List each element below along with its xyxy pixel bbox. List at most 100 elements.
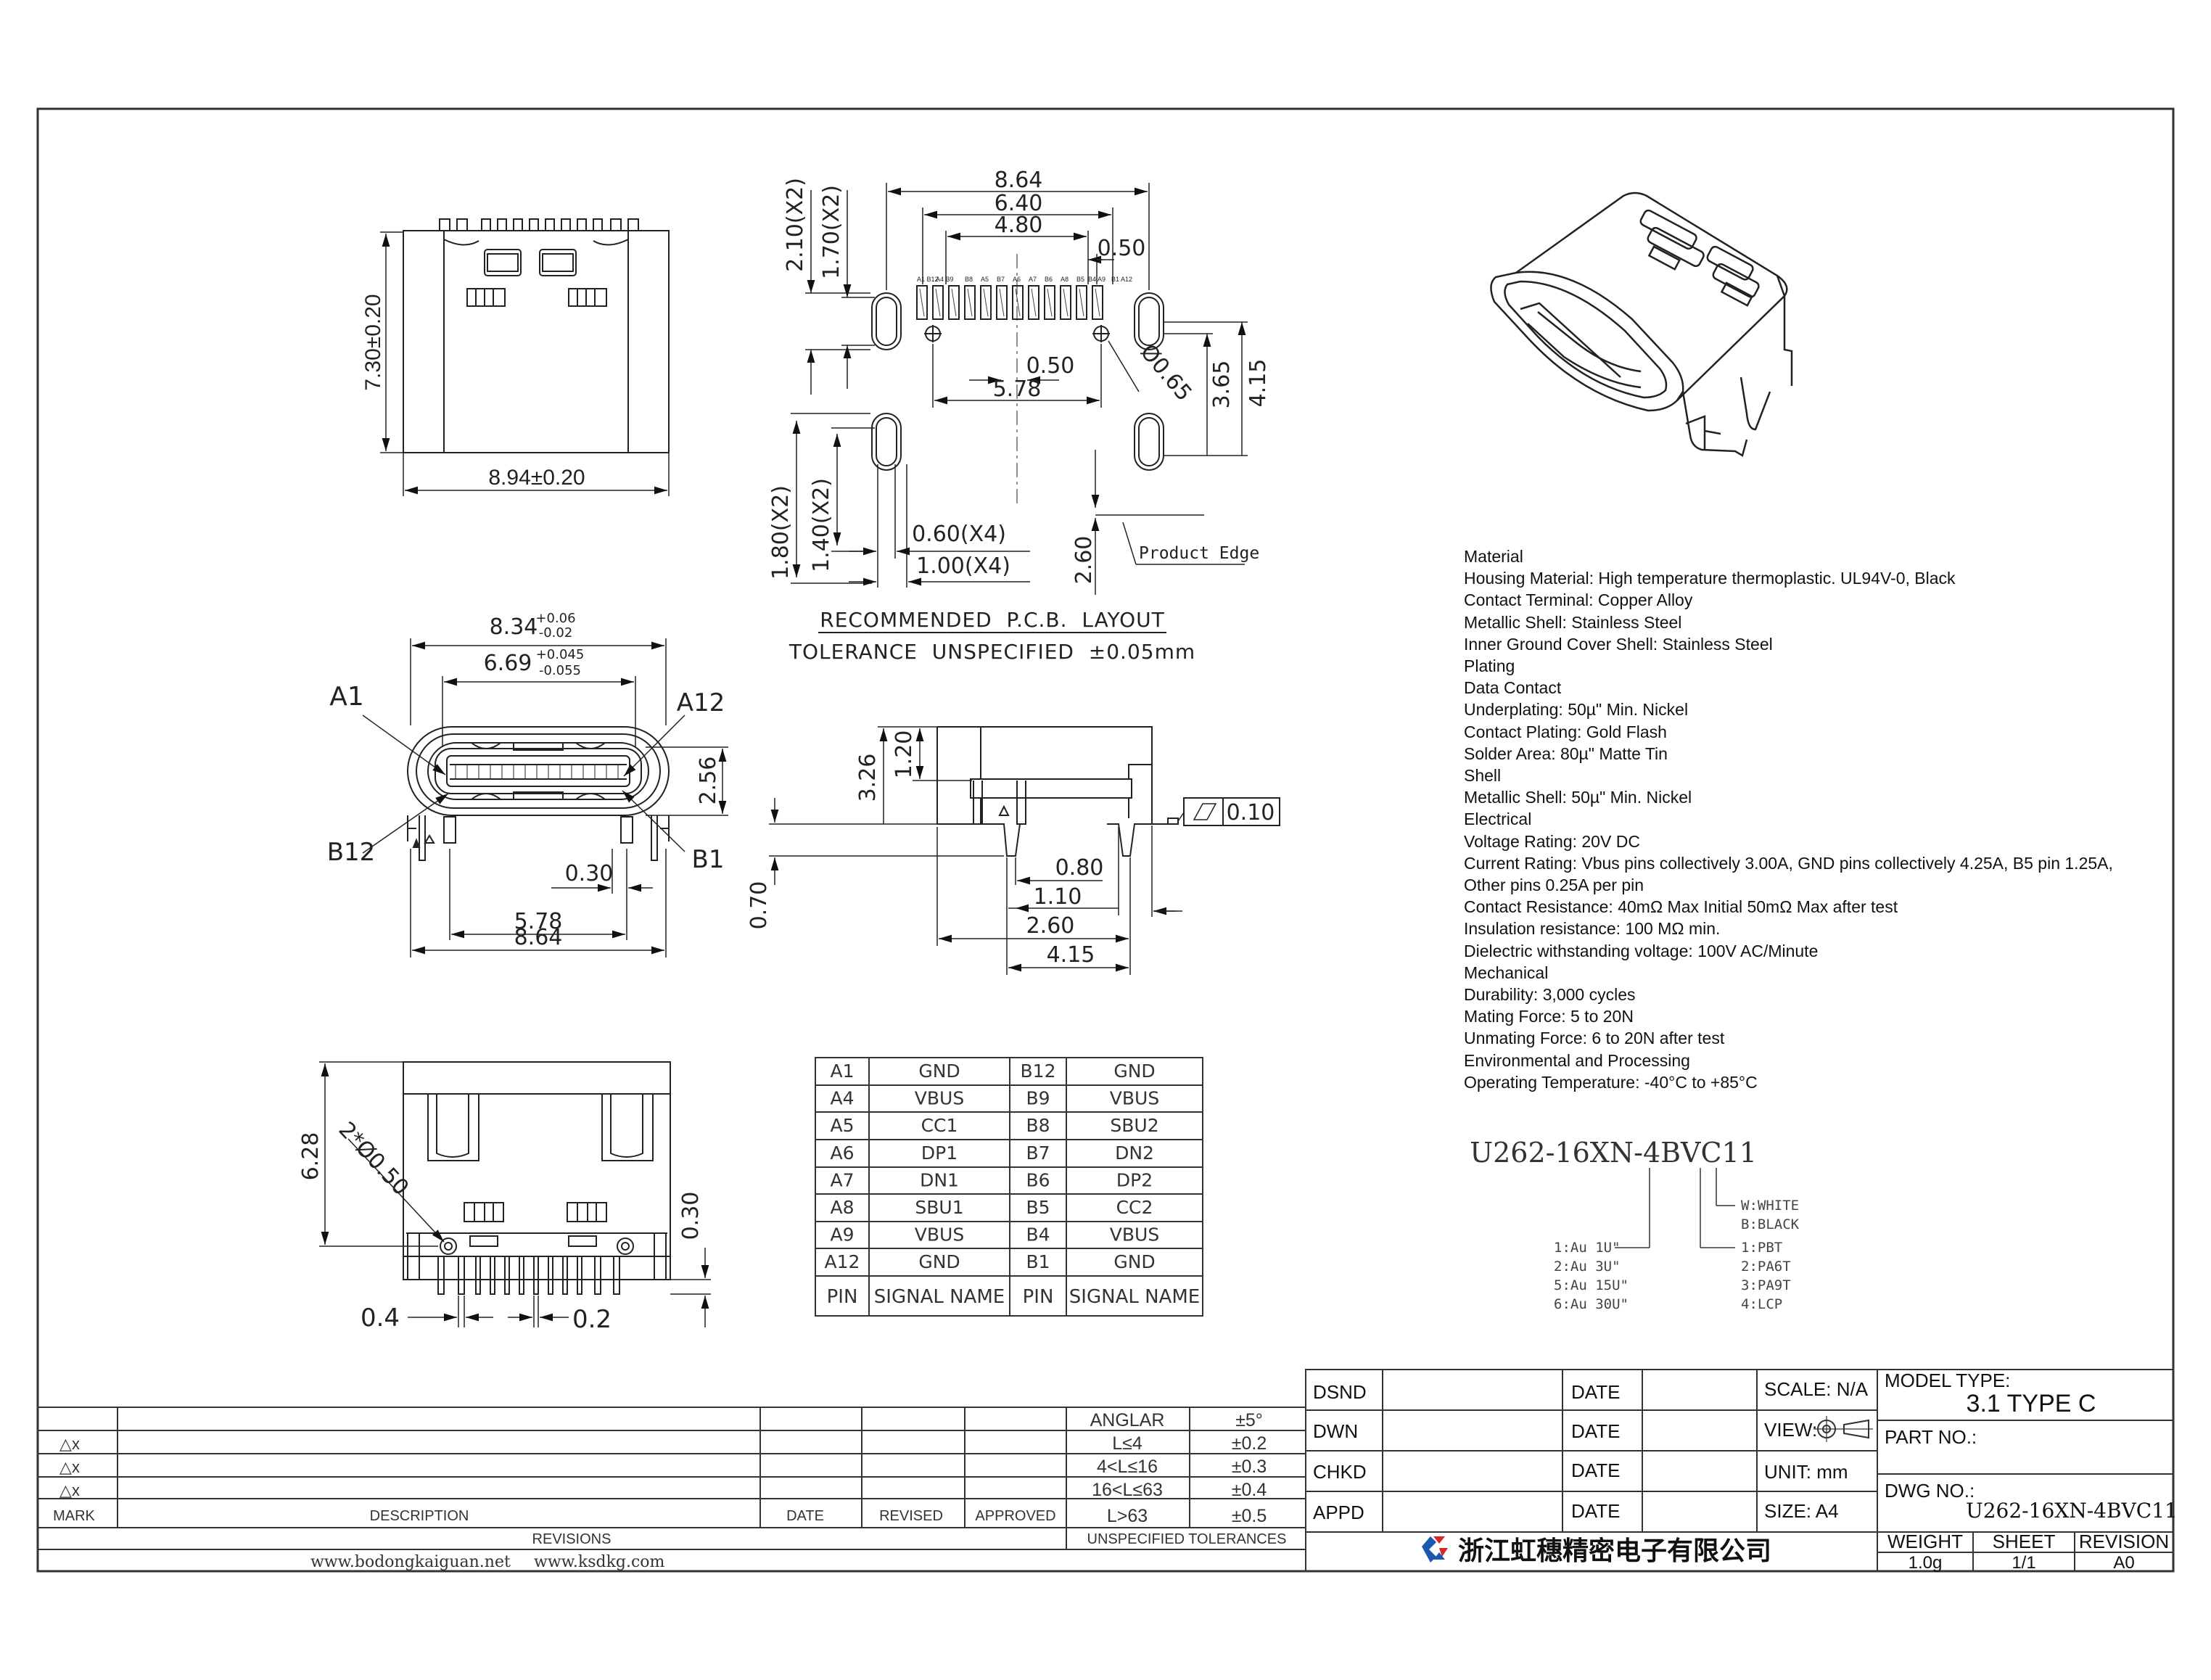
side-dim-120: 1.20: [892, 730, 917, 779]
pcb-dim-140: 1.40(X2): [809, 478, 834, 572]
spec-line: Contact Resistance: 40mΩ Max Initial 50m…: [1464, 897, 1898, 917]
approved-header: APPROVED: [975, 1508, 1055, 1524]
revision-value: A0: [2113, 1553, 2134, 1573]
pcb-tolerance-note: TOLERANCE UNSPECIFIED ±0.05mm: [789, 640, 1195, 664]
title-block: [1305, 1369, 2174, 1572]
pin-table-cell: A7: [830, 1169, 854, 1190]
description-header: DESCRIPTION: [370, 1508, 469, 1524]
chkd-label: CHKD: [1313, 1461, 1367, 1483]
pcb-dim-640: 6.40: [995, 191, 1043, 216]
tolerance-label: ANGLAR: [1090, 1410, 1165, 1430]
side-dim-260: 2.60: [1026, 913, 1075, 939]
date-label: DATE: [1571, 1459, 1620, 1481]
pcb-pin-label: A5: [981, 276, 989, 283]
appd-label: APPD: [1313, 1502, 1364, 1523]
isometric-view: [1490, 192, 1793, 457]
pin-table-cell: B9: [1026, 1088, 1050, 1109]
pcb-pin-label: A6: [1013, 276, 1021, 283]
material-option: 2:PA6T: [1741, 1259, 1791, 1275]
side-dim-080: 0.80: [1055, 855, 1104, 881]
label-a12: A12: [677, 688, 725, 717]
sheet-border: [36, 107, 2175, 1573]
product-edge-label: Product Edge: [1139, 544, 1259, 563]
tolerance-value: ±0.2: [1232, 1433, 1267, 1454]
tolerance-label: L>63: [1107, 1506, 1148, 1526]
pcb-dim-578: 5.78: [993, 376, 1042, 402]
pin-table-cell: SBU2: [1110, 1115, 1158, 1136]
pin-table-cell: A12: [825, 1251, 860, 1272]
revisions-title: REVISIONS: [532, 1531, 612, 1547]
pin-table-cell: GND: [1113, 1251, 1155, 1272]
model-type-label: MODEL TYPE:: [1885, 1370, 2010, 1391]
material-option: 4:LCP: [1741, 1296, 1782, 1312]
date-header: DATE: [786, 1508, 824, 1524]
spec-line: Voltage Rating: 20V DC: [1464, 831, 1640, 851]
pin-table-cell: B1: [1026, 1251, 1050, 1272]
spec-line: Dielectric withstanding voltage: 100V AC…: [1464, 941, 1819, 960]
spec-line: Contact Plating: Gold Flash: [1464, 722, 1667, 741]
spec-line: Solder Area: 80µ" Matte Tin: [1464, 744, 1668, 763]
dwn-label: DWN: [1313, 1420, 1358, 1442]
spec-line: Durability: 3,000 cycles: [1464, 985, 1636, 1005]
part-code-diagram: [1615, 1168, 1735, 1248]
spec-line: Unmating Force: 6 to 20N after test: [1464, 1029, 1725, 1048]
bottom-view: [319, 1061, 711, 1327]
website-link[interactable]: www.bodongkaiguan.net: [310, 1553, 511, 1571]
pin-table-cell: GND: [918, 1251, 960, 1272]
sheet-label: SHEET: [1993, 1531, 2056, 1552]
spec-line: Current Rating: Vbus pins collectively 3…: [1464, 853, 2113, 895]
bottom-dim-030: 0.30: [678, 1192, 704, 1240]
pin-table-cell: PIN: [827, 1286, 858, 1308]
front-dim-834-dn: -0.02: [539, 625, 573, 641]
pin-table-cell: PIN: [1023, 1286, 1054, 1308]
pin-table-cell: SIGNAL NAME: [874, 1286, 1005, 1308]
pcb-dim-480: 4.80: [995, 213, 1043, 238]
side-view: [769, 726, 1280, 975]
pin-table-cell: A1: [830, 1061, 854, 1082]
bottom-dim-628: 6.28: [298, 1132, 324, 1181]
company-name: 浙江虹穗精密电子有限公司: [1458, 1536, 1771, 1566]
tolerance-value: ±0.5: [1232, 1506, 1267, 1526]
bottom-dim-hole: 2*Ø0.50: [334, 1117, 414, 1201]
size-label: SIZE: A4: [1764, 1500, 1839, 1522]
pin-table-cell: GND: [918, 1061, 960, 1082]
pin-table-cell: DN1: [920, 1169, 959, 1190]
pin-table-cell: SBU1: [915, 1197, 963, 1218]
color-option: B:BLACK: [1741, 1216, 1800, 1232]
date-label: DATE: [1571, 1500, 1620, 1522]
revisions-block: [38, 1407, 1306, 1550]
dsnd-label: DSND: [1313, 1381, 1367, 1403]
top-view: [380, 218, 670, 496]
pin-table-cell: VBUS: [1110, 1224, 1159, 1245]
website-link[interactable]: www.ksdkg.com: [534, 1553, 665, 1571]
mark-header: MARK: [53, 1508, 95, 1524]
color-option: W:WHITE: [1741, 1198, 1799, 1214]
front-dim-834-up: +0.06: [535, 611, 575, 626]
weight-label: WEIGHT: [1887, 1531, 1963, 1552]
part-code: U262-16XN-4BVC11: [1470, 1137, 1757, 1169]
pcb-dim-100: 1.00(X4): [916, 553, 1010, 579]
pcb-pin-label: A7: [1029, 276, 1037, 283]
revised-header: REVISED: [879, 1508, 943, 1524]
pin-table-cell: B12: [1021, 1061, 1056, 1082]
pcb-pin-label: B1 A12: [1111, 276, 1132, 283]
pin-table-cell: DN2: [1115, 1142, 1154, 1164]
spec-line: Environmental and Processing: [1464, 1050, 1690, 1070]
tolerance-value: ±0.4: [1232, 1480, 1267, 1500]
plating-option: 6:Au 30U": [1554, 1296, 1629, 1312]
pin-table-cell: A6: [830, 1142, 854, 1164]
pin-table-cell: CC1: [921, 1115, 958, 1136]
pcb-pin-label: A8: [1061, 276, 1069, 283]
pin-table-cell: CC2: [1116, 1197, 1153, 1218]
scale-label: SCALE: N/A: [1764, 1378, 1869, 1400]
side-dim-415: 4.15: [1047, 942, 1095, 968]
spec-line: Plating: [1464, 656, 1515, 676]
pin-table-cell: A8: [830, 1197, 854, 1218]
pcb-layout-title: RECOMMENDED P.C.B. LAYOUT: [820, 608, 1165, 632]
spec-line: Data Contact: [1464, 678, 1562, 698]
date-label: DATE: [1571, 1381, 1620, 1403]
front-dim-834: 8.34: [490, 614, 538, 640]
unit-label: UNIT: mm: [1764, 1461, 1848, 1483]
weight-value: 1.0g: [1909, 1553, 1943, 1573]
